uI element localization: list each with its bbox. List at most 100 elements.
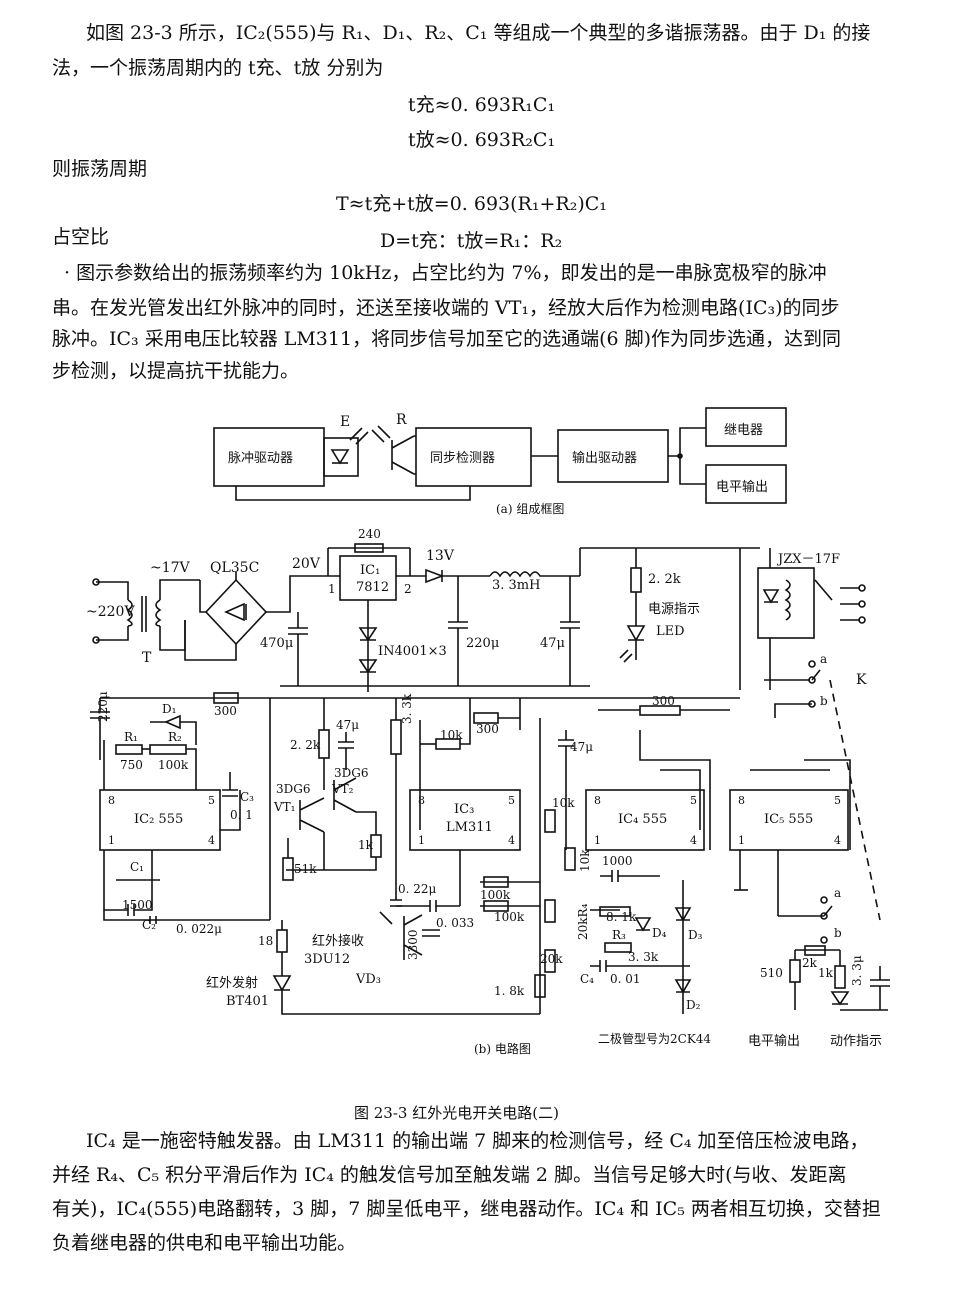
label-ir-recv: 红外接收 <box>312 934 365 949</box>
label-level-out: 电平输出 <box>748 1034 801 1049</box>
label-ic1-pin2: 2 <box>404 582 412 596</box>
ic3-pin1: 1 <box>418 834 425 847</box>
label-20v: 20V <box>292 556 320 572</box>
label-r100ka: 100k <box>480 888 511 902</box>
label-r1kb: 1k <box>818 966 833 980</box>
label-ic3-type: LM311 <box>446 820 493 835</box>
ic4-pin5: 5 <box>690 794 697 807</box>
label-c220u: 220μ <box>96 691 110 722</box>
label-ac-input: ~220V <box>86 604 135 620</box>
formula-period: T≈t充+t放=0. 693(R₁+R₂)C₁ <box>336 193 607 215</box>
ic5-pin8: 8 <box>738 794 745 807</box>
label-c1: C₁ <box>130 860 144 874</box>
label-ic5: IC₅ 555 <box>764 812 814 827</box>
para3-line-3: 有关)，IC₄(555)电路翻转，3 脚，7 脚呈低电平，继电器动作。IC₄ 和… <box>52 1198 881 1220</box>
para2-line-3: 脉冲。IC₃ 采用电压比较器 LM311，将同步信号加至它的选通端(6 脚)作为… <box>52 328 842 350</box>
label-c47: 47μ <box>540 636 565 651</box>
label-r1k8: 1. 8k <box>494 984 525 998</box>
label-sw-a-bottom: a <box>834 886 842 900</box>
label-r3300: 3300 <box>406 929 420 960</box>
label-switch-k: K <box>856 672 867 688</box>
label-ic4: IC₄ 555 <box>618 812 668 827</box>
label-transformer: T <box>142 650 152 666</box>
label-ic1-pin1: 1 <box>328 582 336 596</box>
para3-line-4: 负着继电器的供电和电平输出功能。 <box>52 1232 357 1254</box>
label-ac-secondary: ~17V <box>150 560 190 576</box>
label-r3-val: 3. 3k <box>628 950 659 964</box>
label-d1: D₁ <box>162 702 177 716</box>
label-r300c: 300 <box>652 694 675 708</box>
ic2-pin5: 5 <box>208 794 215 807</box>
ic3-pin5: 5 <box>508 794 515 807</box>
label-r20k: 20k <box>540 952 563 966</box>
formula-duty: D=t充：t放=R₁：R₂ <box>380 230 563 252</box>
label-r300a: 300 <box>214 704 237 718</box>
intro-line-1: 如图 23-3 所示，IC₂(555)与 R₁、D₁、R₂、C₁ 等组成一个典型… <box>86 22 871 44</box>
label-c3-val: 0. 1 <box>230 808 253 822</box>
label-vt1: VT₁ <box>274 800 296 814</box>
label-r1k: 1k <box>358 838 373 852</box>
label-r18: 18 <box>258 934 274 948</box>
figure-title: 图 23-3 红外光电开关电路(二) <box>354 1104 559 1122</box>
label-r1-val: 750 <box>120 758 143 772</box>
label-r2-val: 100k <box>158 758 189 772</box>
ic2-pin4: 4 <box>208 834 215 847</box>
label-c220: 220μ <box>466 636 500 651</box>
ic4-pin1: 1 <box>594 834 601 847</box>
label-c1000: 1000 <box>602 854 633 868</box>
label-ic1-type: 7812 <box>356 580 390 595</box>
label-output-driver: 输出驱动器 <box>572 451 638 466</box>
label-c2-val: 0. 022μ <box>176 922 222 936</box>
label-c4-val: 0. 01 <box>610 972 641 986</box>
formula-t-charge: t充≈0. 693R₁C₁ <box>408 94 556 116</box>
label-r300b: 300 <box>476 722 499 736</box>
label-action-ind: 动作指示 <box>830 1034 883 1049</box>
ic5-pin5: 5 <box>834 794 841 807</box>
label-r3: R₃ <box>612 928 626 942</box>
label-diodes: IN4001×3 <box>378 644 447 659</box>
label-r1: R₁ <box>124 730 138 744</box>
label-ir-emit: 红外发射 <box>206 976 259 991</box>
label-sync-detector: 同步检测器 <box>430 451 496 466</box>
para2-line-2: 串。在发光管发出红外脉冲的同时，还送至接收端的 VT₁，经放大后作为检测电路(I… <box>52 297 840 319</box>
label-c3: C₃ <box>240 790 254 804</box>
label-vt2: VT₂ <box>332 782 354 796</box>
ic5-pin1: 1 <box>738 834 745 847</box>
duty-label: 占空比 <box>52 226 110 248</box>
label-c4: C₄ <box>580 972 594 986</box>
label-c33: 3. 3μ <box>850 955 864 986</box>
label-c470: 470μ <box>260 636 294 651</box>
label-r510: 510 <box>760 966 783 980</box>
label-d2: D₂ <box>686 998 701 1012</box>
label-r10k: 10k <box>440 728 463 742</box>
label-inductor: 3. 3mH <box>492 578 541 593</box>
caption-a: (a) 组成框图 <box>496 502 565 516</box>
label-power-indicator: 电源指示 <box>648 602 701 617</box>
label-vt2-type: 3DG6 <box>334 766 369 780</box>
label-bridge: QL35C <box>210 560 260 576</box>
label-relay-type: JZX－17F <box>778 552 841 567</box>
ic4-pin4: 4 <box>690 834 697 847</box>
block-diagram <box>213 407 787 504</box>
intro-line-2: 法，一个振荡周期内的 t充、t放 分别为 <box>52 57 384 79</box>
ic3-pin4: 4 <box>508 834 515 847</box>
label-ic3: IC₃ <box>454 802 475 817</box>
label-r2k2b: 2. 2k <box>290 738 321 752</box>
label-relay: 继电器 <box>724 423 764 438</box>
label-r10kb: 10k <box>552 796 575 810</box>
label-c1-val: 1500 <box>122 898 153 912</box>
label-r100kb: 100k <box>494 910 525 924</box>
label-d4: D₄ <box>652 926 667 940</box>
label-vt1-type: 3DG6 <box>276 782 311 796</box>
label-ic2: IC₂ 555 <box>134 812 184 827</box>
label-d3: D₃ <box>688 928 703 942</box>
ic3-pin8: 8 <box>418 794 425 807</box>
label-c2: C₂ <box>142 918 156 932</box>
ic5-pin4: 4 <box>834 834 841 847</box>
label-sw-a-top: a <box>820 652 828 666</box>
para3-line-2: 并经 R₄、C₅ 积分平滑后作为 IC₄ 的触发信号加至触发端 2 脚。当信号足… <box>52 1164 847 1186</box>
label-c0033: 0. 033 <box>436 916 475 930</box>
label-e: E <box>340 414 351 430</box>
label-sw-b-bottom: b <box>834 926 842 940</box>
label-c47b: 47μ <box>336 718 360 732</box>
